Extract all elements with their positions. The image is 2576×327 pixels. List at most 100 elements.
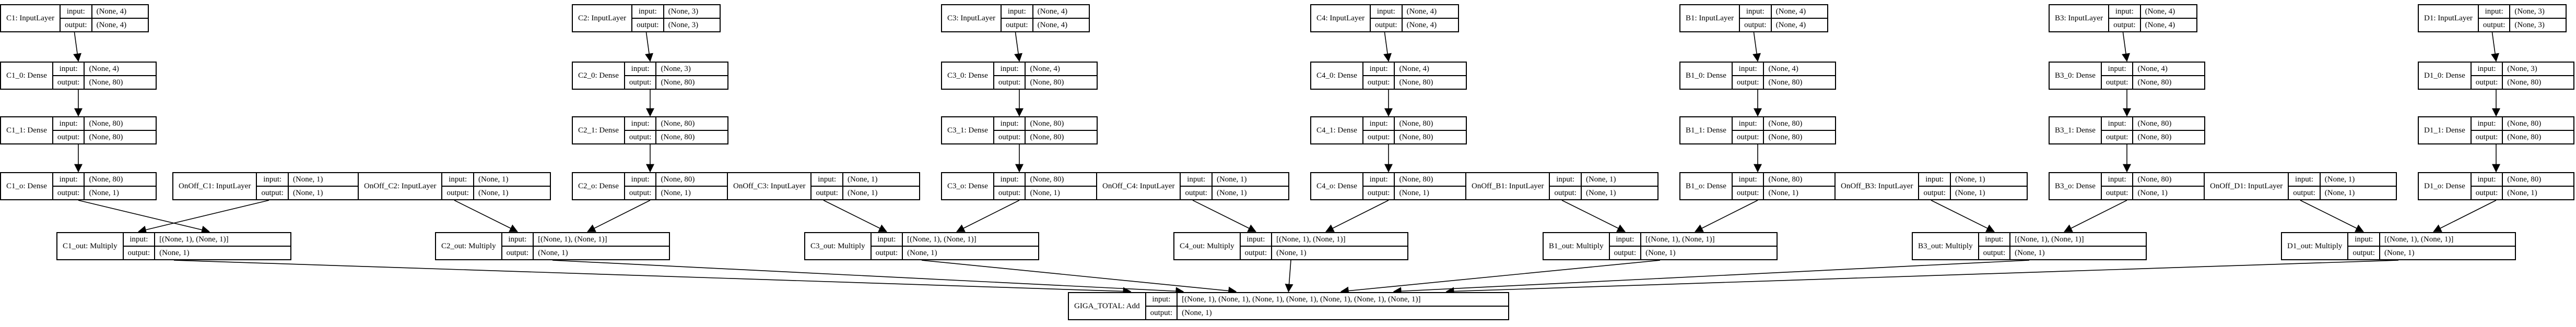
layer-name: B1_o: Dense <box>1680 173 1733 199</box>
output-label: output: <box>1923 188 1946 197</box>
output-label: output: <box>1744 20 1767 29</box>
io-values: [(None, 1), (None, 1), (None, 1), (None,… <box>1178 293 1508 319</box>
input-label: input: <box>1240 233 1272 247</box>
io-values: (None, 80)(None, 1) <box>1764 173 1835 199</box>
output-label: output: <box>629 132 652 141</box>
output-shape: (None, 1) <box>159 248 190 257</box>
layer-name: OnOff_D1: InputLayer <box>2205 173 2289 199</box>
input-shape: (None, 1) <box>1950 173 2027 187</box>
input-shape: (None, 80) <box>2503 117 2573 131</box>
output-label: output: <box>1983 248 2006 257</box>
output-label: output: <box>2106 132 2128 141</box>
io-labels: input:output: <box>2101 173 2134 199</box>
edge-d1_o-to-d1_out <box>2433 200 2497 232</box>
output-shape: (None, 80) <box>1399 78 1433 87</box>
input-shape: (None, 4) <box>85 63 156 76</box>
input-shape: (None, 4) <box>2133 63 2204 76</box>
layer-name: GIGA_TOTAL: Add <box>1069 293 1146 319</box>
io-labels: input:output: <box>1363 117 1395 143</box>
output-label: output: <box>875 248 898 257</box>
input-shape: (None, 80) <box>1395 173 1466 187</box>
layer-name: D1_1: Dense <box>2419 117 2472 143</box>
input-label: input: <box>1609 233 1641 247</box>
output-label: output: <box>637 20 659 29</box>
input-shape: (None, 1) <box>1581 173 1657 187</box>
output-label: output: <box>1367 188 1390 197</box>
io-labels: input:output: <box>1363 63 1395 89</box>
input-shape: (None, 1) <box>474 173 550 187</box>
io-values: (None, 1)(None, 1) <box>288 173 364 199</box>
io-labels: input:output: <box>1609 233 1642 259</box>
output-shape: (None, 1) <box>1645 248 1676 257</box>
io-values: (None, 80)(None, 80) <box>1395 117 1466 143</box>
io-labels: input:output: <box>2101 117 2134 143</box>
input-label: input: <box>1550 173 1581 187</box>
output-label: output: <box>2106 188 2128 197</box>
edge-b1_out-to-giga_total <box>1340 260 1661 295</box>
io-values: (None, 80)(None, 80) <box>656 117 727 143</box>
input-shape: [(None, 1), (None, 1)] <box>2380 233 2515 247</box>
input-shape: (None, 80) <box>1395 117 1466 131</box>
io-labels: input:output: <box>2471 117 2503 143</box>
layer-name: C1_0: Dense <box>1 63 53 89</box>
layer-name: B3_o: Dense <box>2050 173 2102 199</box>
edge-onoff_c3-to-c3_out <box>823 200 887 232</box>
input-label: input: <box>1002 5 1032 19</box>
input-label: input: <box>811 173 842 187</box>
io-labels: input:output: <box>2101 63 2134 89</box>
input-shape: [(None, 1), (None, 1)] <box>2010 233 2146 247</box>
input-shape: (None, 80) <box>85 173 156 187</box>
input-shape: (None, 3) <box>656 63 727 76</box>
output-label: output: <box>816 188 838 197</box>
output-shape: (None, 80) <box>89 132 123 141</box>
output-shape: (None, 80) <box>1399 132 1433 141</box>
output-shape: (None, 3) <box>2514 20 2545 29</box>
input-label: input: <box>632 5 663 19</box>
layer-name: C2_1: Dense <box>573 117 625 143</box>
output-shape: (None, 1) <box>478 188 509 197</box>
layer-name: OnOff_B1: InputLayer <box>1466 173 1550 199</box>
io-labels: input:output: <box>625 117 657 143</box>
input-shape: (None, 4) <box>1395 63 1466 76</box>
io-labels: input:output: <box>2289 173 2321 199</box>
output-shape: (None, 80) <box>2137 78 2172 87</box>
input-label: input: <box>61 5 91 19</box>
input-shape: (None, 1) <box>288 173 364 187</box>
io-values: [(None, 1), (None, 1)](None, 1) <box>2380 233 2515 259</box>
input-shape: (None, 80) <box>1764 117 1835 131</box>
io-labels: input:output: <box>625 173 657 199</box>
edge-c1-to-c1_0 <box>73 32 81 62</box>
input-label: input: <box>1979 233 2010 247</box>
input-shape: (None, 80) <box>2503 173 2573 187</box>
layer-name: OnOff_B3: InputLayer <box>1836 173 1920 199</box>
io-labels: input:output: <box>123 233 156 259</box>
input-label: input: <box>1732 173 1763 187</box>
input-label: input: <box>257 173 288 187</box>
output-shape: (None, 1) <box>1276 248 1307 257</box>
layer-name: D1_o: Dense <box>2419 173 2472 199</box>
io-values: (None, 4)(None, 80) <box>1026 63 1097 89</box>
input-shape: (None, 80) <box>1764 173 1835 187</box>
io-values: (None, 80)(None, 1) <box>2133 173 2204 199</box>
input-label: input: <box>871 233 902 247</box>
io-values: (None, 80)(None, 80) <box>2503 117 2573 143</box>
io-labels: input:output: <box>53 173 85 199</box>
output-label: output: <box>1736 132 1759 141</box>
layer-name: B1: InputLayer <box>1680 5 1740 31</box>
io-labels: input:output: <box>2109 5 2141 31</box>
edge-c4_out-to-giga_total <box>1285 260 1293 293</box>
edge-onoff_b1-to-b1_out <box>1561 200 1626 232</box>
output-label: output: <box>1736 188 1759 197</box>
